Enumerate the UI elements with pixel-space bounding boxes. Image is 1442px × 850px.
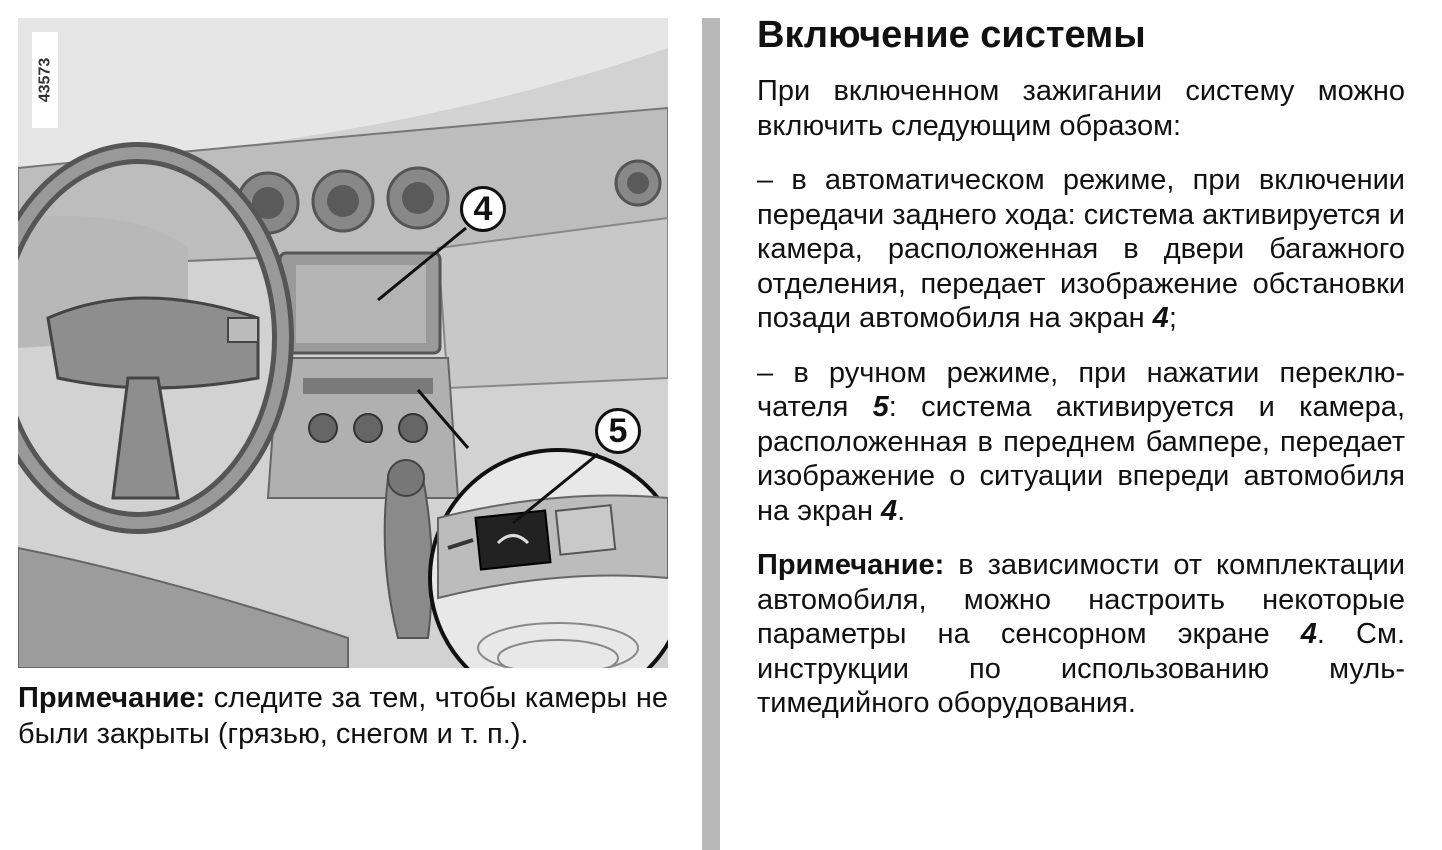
intro-paragraph: При включенном зажигании систему можно в… <box>757 75 1405 142</box>
note-label: Примечание: <box>757 549 945 581</box>
auto-mode-tail: ; <box>1168 302 1177 334</box>
screen-ref: 4 <box>1152 302 1169 334</box>
auto-mode-paragraph: – в автоматическом режиме, при вклю­чени… <box>757 163 1405 336</box>
screen-ref: 4 <box>1300 618 1317 650</box>
callout-4: 4 <box>460 186 506 232</box>
note-text-2: . См. инструкции по использованию муль­т… <box>757 618 1405 719</box>
dashboard-illustration: 43573 4 5 <box>18 18 668 668</box>
manual-mode-paragraph: – в ручном режиме, при нажатии переклю­ч… <box>757 356 1405 529</box>
manual-mode-tail: . <box>897 494 906 527</box>
left-note-label: Примечание: <box>18 682 206 714</box>
manual-mode-text-2: : система активируется и камера, располо… <box>757 391 1405 527</box>
switch-ref: 5 <box>872 391 889 423</box>
left-note: Примечание: следите за тем, чтобы камеры… <box>18 680 668 752</box>
note-text: в зависимости от комплек­тации автомобил… <box>757 549 1405 650</box>
left-column: 43573 4 5 Примечание: следите за тем, чт… <box>18 18 668 781</box>
left-note-text: следите за тем, чтобы камеры не были зак… <box>18 682 668 750</box>
screen-ref: 4 <box>881 494 898 527</box>
figure-id-label: 43573 <box>32 32 58 128</box>
section-title: Включение системы <box>757 14 1146 56</box>
figure-id-text: 43573 <box>36 57 53 103</box>
auto-mode-text: – в автоматическом режиме, при вклю­чени… <box>757 164 1405 334</box>
note-paragraph: Примечание: в зависимости от комплек­тац… <box>757 548 1405 721</box>
right-column: Включение системы При включенном зажиган… <box>757 12 1405 741</box>
manual-mode-text: – в ручном режиме, при нажатии переклю­ч… <box>757 356 1405 424</box>
dashboard-drawing <box>18 18 668 668</box>
callout-5: 5 <box>595 408 641 454</box>
column-divider <box>702 18 720 850</box>
